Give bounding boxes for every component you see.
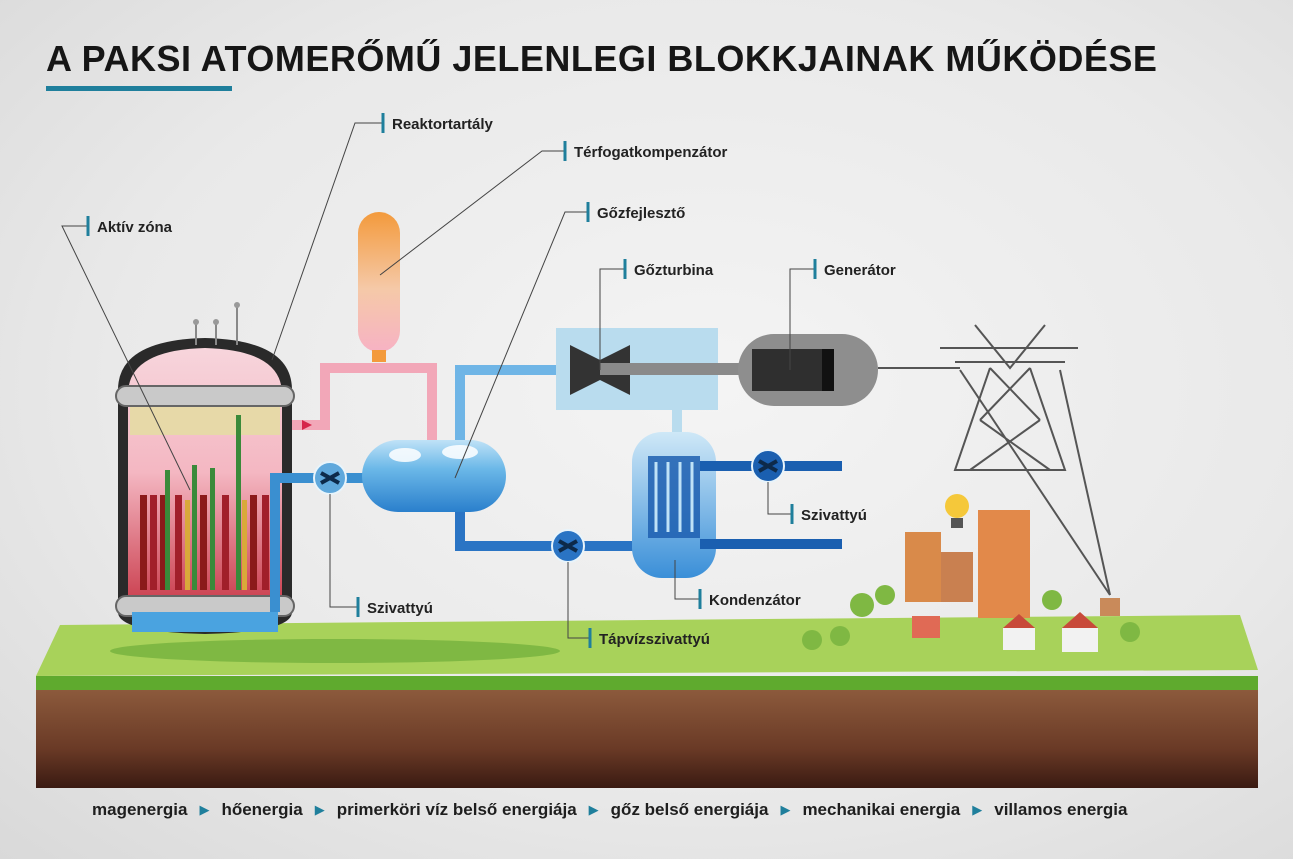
label-generator: Generátor: [824, 262, 896, 279]
label-reaktortartaly: Reaktortartály: [392, 116, 494, 133]
label-szivattyu-primer: Szivattyú: [367, 600, 433, 617]
town: [802, 494, 1140, 652]
energy-step: magenergia: [92, 800, 188, 819]
energy-step: villamos energia: [994, 800, 1128, 819]
feedwater-line: [455, 512, 640, 551]
transmission-tower-icon: [940, 324, 1111, 596]
pump-icon: [551, 529, 585, 563]
page-title: A PAKSI ATOMERŐMŰ JELENLEGI BLOKKJAINAK …: [46, 38, 1158, 79]
label-kondenzator: Kondenzátor: [709, 592, 801, 609]
label-tapvizszivattyu: Tápvízszivattyú: [599, 631, 710, 648]
energy-chain: magenergia ▶ hőenergia ▶ primerköri víz …: [92, 795, 1127, 825]
steam-line: [455, 365, 560, 440]
label-terfogatkompenzator: Térfogatkompenzátor: [574, 144, 728, 161]
energy-step: hőenergia: [221, 800, 303, 819]
pump-icon: [313, 461, 347, 495]
fuel-rods: [140, 415, 269, 590]
energy-step: mechanikai energia: [802, 800, 961, 819]
label-gozturbina: Gőzturbina: [634, 262, 714, 279]
label-szivattyu-huto: Szivattyú: [801, 507, 867, 524]
triangle-right-icon: ▶: [314, 802, 325, 817]
primary-hot-leg: [292, 363, 437, 470]
ground: [36, 615, 1258, 788]
energy-step: gőz belső energiája: [610, 800, 769, 819]
label-aktiv-zona: Aktív zóna: [97, 219, 173, 236]
pump-icon: [751, 449, 785, 483]
reactor-vessel: [115, 302, 295, 634]
steam-turbine: [556, 328, 740, 410]
callout-leaders: [61, 113, 817, 648]
triangle-right-icon: ▶: [199, 802, 210, 817]
condenser: [632, 432, 716, 578]
generator: [738, 334, 960, 406]
turbine-exhaust: [672, 410, 682, 436]
steam-generator: [362, 440, 506, 512]
volume-compensator: [358, 212, 400, 362]
energy-step: primerköri víz belső energiája: [336, 800, 577, 819]
label-gozfejleszto: Gőzfejlesztő: [597, 205, 685, 222]
triangle-right-icon: ▶: [780, 802, 791, 817]
triangle-right-icon: ▶: [588, 802, 599, 817]
title-underline: [46, 86, 232, 91]
light-bulb-icon: [945, 494, 969, 518]
triangle-right-icon: ▶: [972, 802, 983, 817]
